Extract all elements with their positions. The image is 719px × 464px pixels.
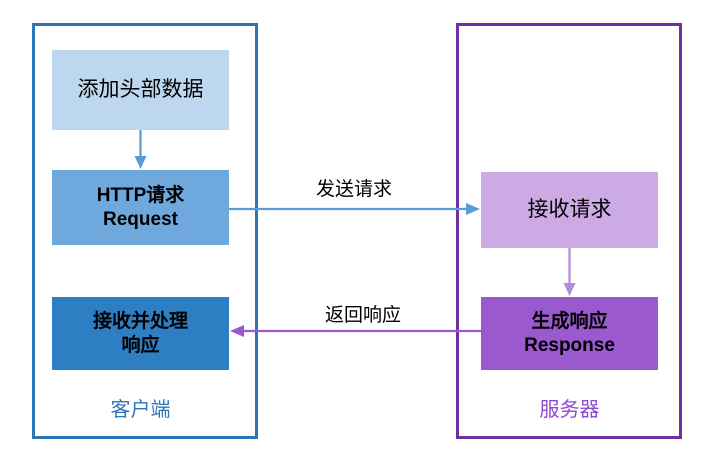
process-box-generate-response-line1: 生成响应 (531, 311, 608, 333)
arrow-label-send-request: 发送请求 (315, 179, 392, 200)
process-box-generate-response[interactable]: 生成响应 Response (481, 297, 658, 370)
server-zone-container (456, 23, 682, 439)
client-zone-container (32, 23, 258, 439)
arrow-label-return-response: 返回响应 (324, 305, 401, 326)
process-box-http-request[interactable]: HTTP请求 Request (52, 170, 229, 245)
process-box-generate-response-line2: Response (524, 334, 615, 356)
zone-caption-server: 服务器 (539, 399, 600, 421)
process-box-add-header[interactable]: 添加头部数据 (52, 50, 229, 130)
send-request-arrow (229, 203, 480, 215)
process-box-http-request-line2: Request (103, 208, 178, 230)
process-box-receive-and-process-response-line1: 接收并处理 (92, 311, 188, 333)
process-box-receive-request-line1: 接收请求 (527, 198, 612, 222)
process-box-receive-request[interactable]: 接收请求 (481, 172, 658, 248)
process-box-receive-and-process-response[interactable]: 接收并处理 响应 (52, 297, 229, 370)
process-box-add-header-line1: 添加头部数据 (77, 78, 204, 102)
process-box-http-request-line1: HTTP请求 (96, 185, 185, 207)
process-box-receive-and-process-response-line2: 响应 (121, 334, 160, 356)
zone-caption-client: 客户端 (110, 399, 171, 421)
